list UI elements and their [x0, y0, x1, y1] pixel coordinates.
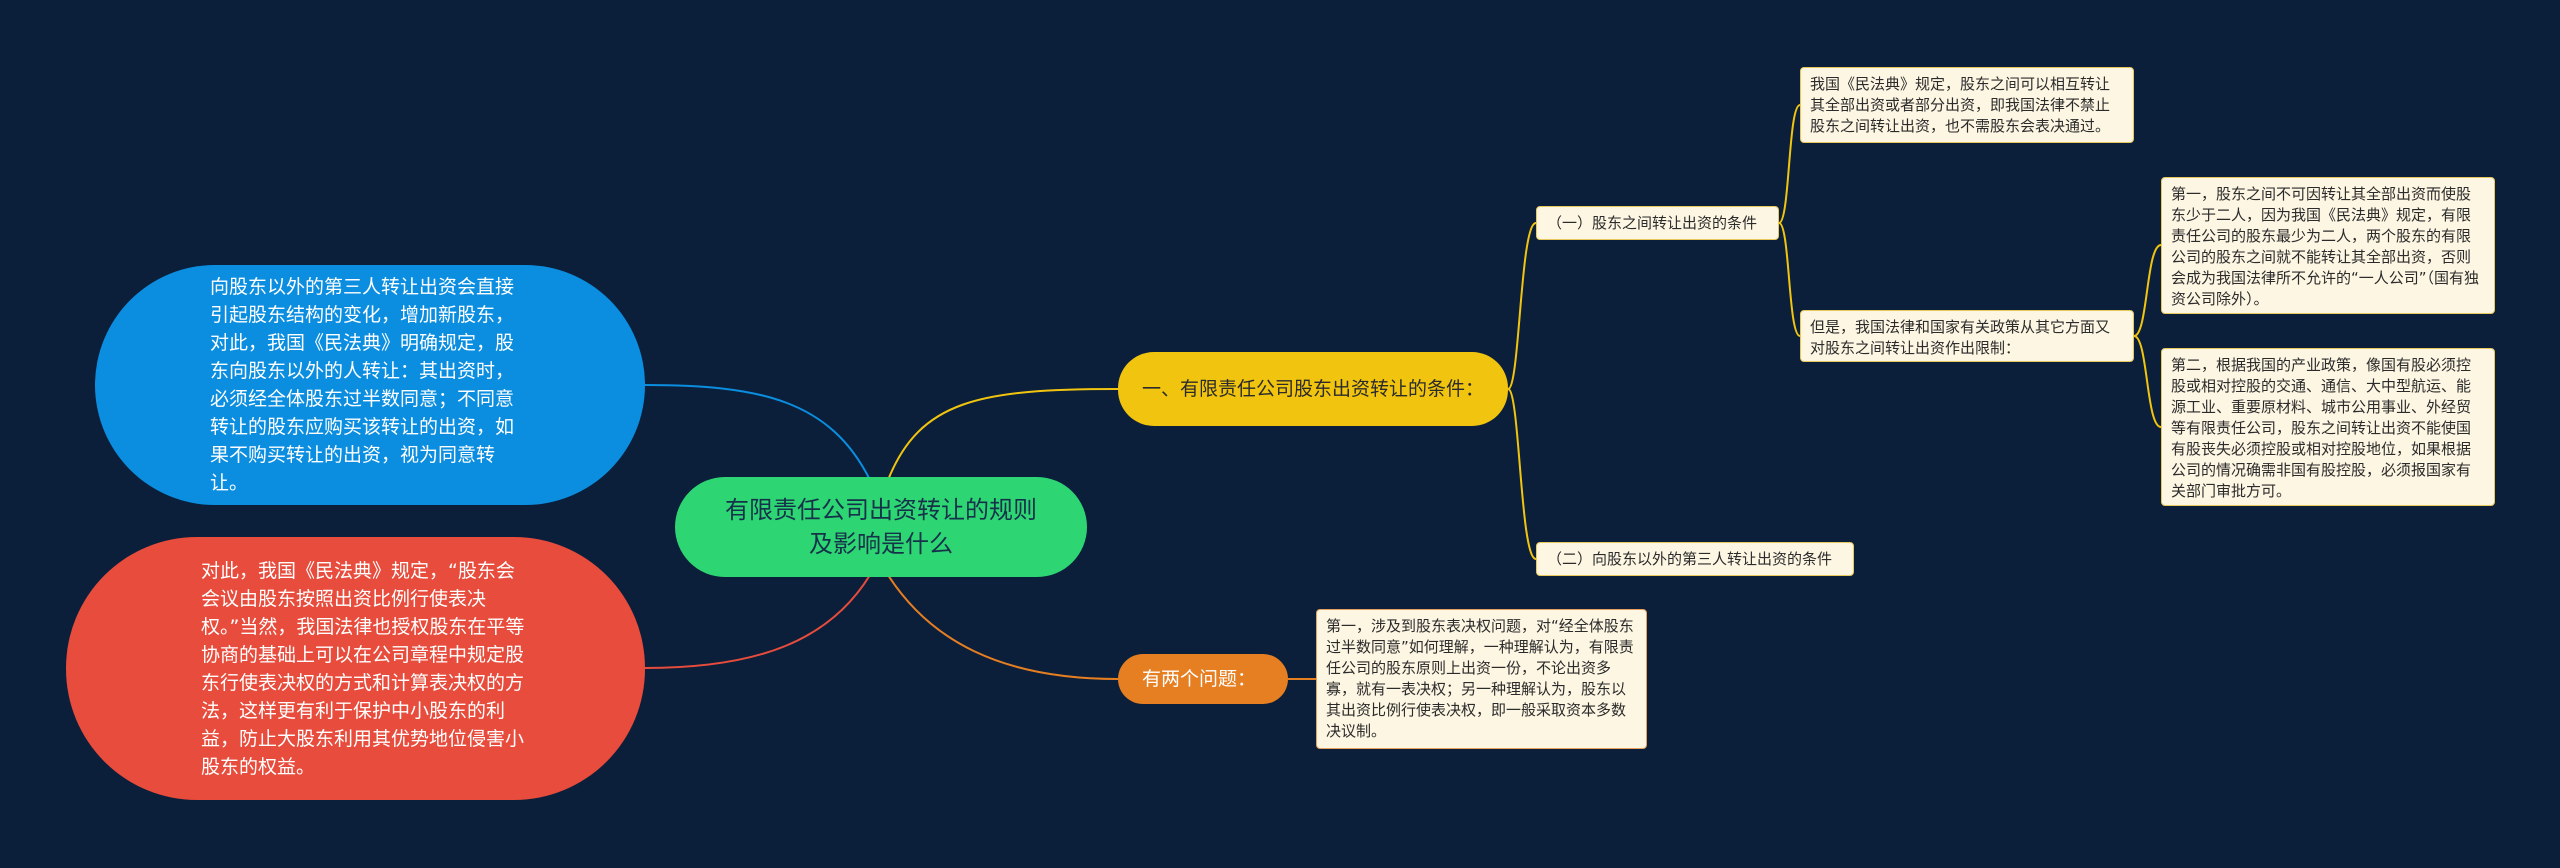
root-topic-text: 有限责任公司出资转让的规则及影响是什么 [725, 496, 1037, 558]
detail-industrial-policy[interactable]: 第二，根据我国的产业政策，像国有股必须控股或相对控股的交通、通信、大中型航运、能… [2161, 348, 2495, 506]
left-bubble-voting-rights[interactable]: 对此，我国《民法典》规定，“股东会会议由股东按照出资比例行使表决权。”当然，我国… [66, 537, 645, 800]
subtopic-between-shareholders[interactable]: （一）股东之间转让出资的条件 [1536, 206, 1779, 240]
edge-sub1-note2 [1778, 222, 1801, 337]
detail-minimum-shareholders-text: 第一，股东之间不可因转让其全部出资而使股东少于二人，因为我国《民法典》规定，有限… [2171, 185, 2480, 308]
note-voting-rights-issue[interactable]: 第一，涉及到股东表决权问题，对“经全体股东过半数同意”如何理解，一种理解认为，有… [1316, 609, 1647, 749]
edge-sub1-note1 [1778, 104, 1801, 224]
note-restrictions-text: 但是，我国法律和国家有关政策从其它方面又对股东之间转让出资作出限制： [1810, 318, 2111, 357]
left-bubble-third-party-transfer[interactable]: 向股东以外的第三人转让出资会直接引起股东结构的变化，增加新股东，对此，我国《民法… [95, 265, 645, 505]
branch-two-issues-text: 有两个问题： [1142, 668, 1257, 690]
subtopic-between-shareholders-text: （一）股东之间转让出资的条件 [1547, 214, 1758, 232]
subtopic-to-third-party-text: （二）向股东以外的第三人转让出资的条件 [1547, 550, 1833, 568]
edge-note2-detail2 [2133, 335, 2162, 428]
note-voting-rights-issue-text: 第一，涉及到股东表决权问题，对“经全体股东过半数同意”如何理解，一种理解认为，有… [1326, 617, 1634, 740]
edge-root-left-red [644, 574, 871, 669]
left-bubble-third-party-transfer-text: 向股东以外的第三人转让出资会直接引起股东结构的变化，增加新股东，对此，我国《民法… [210, 276, 515, 494]
branch-conditions-text: 一、有限责任公司股东出资转让的条件： [1142, 378, 1485, 400]
detail-minimum-shareholders[interactable]: 第一，股东之间不可因转让其全部出资而使股东少于二人，因为我国《民法典》规定，有限… [2161, 177, 2495, 314]
detail-industrial-policy-text: 第二，根据我国的产业政策，像国有股必须控股或相对控股的交通、通信、大中型航运、能… [2171, 356, 2472, 500]
branch-conditions[interactable]: 一、有限责任公司股东出资转让的条件： [1118, 352, 1508, 426]
note-civil-code-rule-text: 我国《民法典》规定，股东之间可以相互转让其全部出资或者部分出资，即我国法律不禁止… [1810, 75, 2111, 135]
edge-root-branch2 [887, 574, 1119, 680]
note-civil-code-rule[interactable]: 我国《民法典》规定，股东之间可以相互转让其全部出资或者部分出资，即我国法律不禁止… [1800, 67, 2134, 143]
edge-note2-detail1 [2133, 244, 2162, 337]
edge-root-left-blue [644, 384, 871, 481]
edge-branch1-sub1 [1507, 222, 1537, 390]
note-restrictions[interactable]: 但是，我国法律和国家有关政策从其它方面又对股东之间转让出资作出限制： [1800, 310, 2134, 362]
root-topic[interactable]: 有限责任公司出资转让的规则及影响是什么 [675, 477, 1087, 577]
branch-two-issues[interactable]: 有两个问题： [1118, 654, 1288, 704]
left-bubble-voting-rights-text: 对此，我国《民法典》规定，“股东会会议由股东按照出资比例行使表决权。”当然，我国… [201, 559, 525, 778]
edge-root-branch1 [887, 388, 1119, 481]
subtopic-to-third-party[interactable]: （二）向股东以外的第三人转让出资的条件 [1536, 542, 1854, 576]
edge-branch1-sub2 [1507, 388, 1537, 560]
